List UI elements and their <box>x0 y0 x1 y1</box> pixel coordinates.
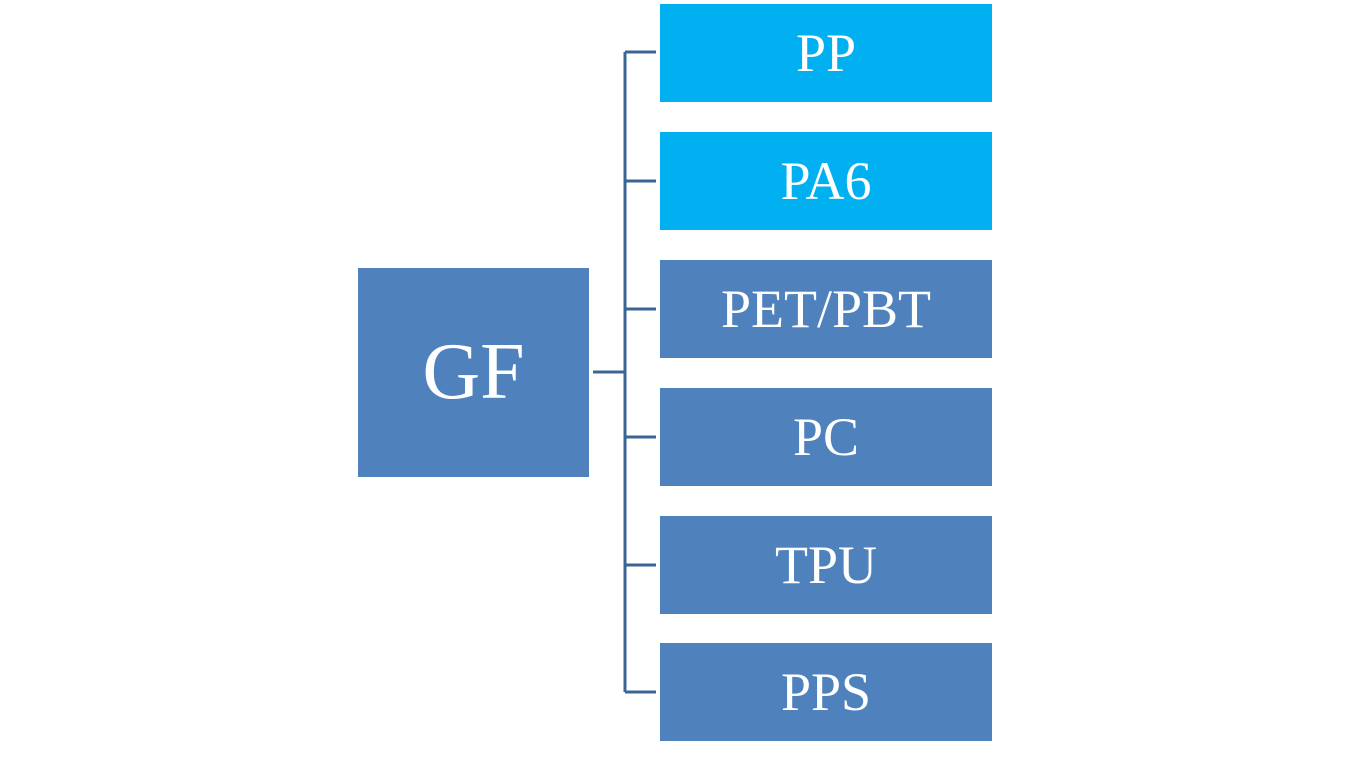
child-node-pet-pbt: PET/PBT <box>660 260 992 358</box>
root-node-gf: GF <box>358 268 589 477</box>
child-node-pps: PPS <box>660 643 992 741</box>
child-node-label: PET/PBT <box>720 279 932 339</box>
child-node-label: PPS <box>780 662 872 722</box>
root-node-label: GF <box>422 328 525 416</box>
child-node-label: PP <box>795 23 857 83</box>
child-node-label: PC <box>792 407 860 467</box>
child-node-label: PA6 <box>780 151 872 211</box>
child-node-pc: PC <box>660 388 992 486</box>
child-node-label: TPU <box>774 535 877 595</box>
child-node-pa6: PA6 <box>660 132 992 230</box>
child-node-pp: PP <box>660 4 992 102</box>
child-node-tpu: TPU <box>660 516 992 614</box>
